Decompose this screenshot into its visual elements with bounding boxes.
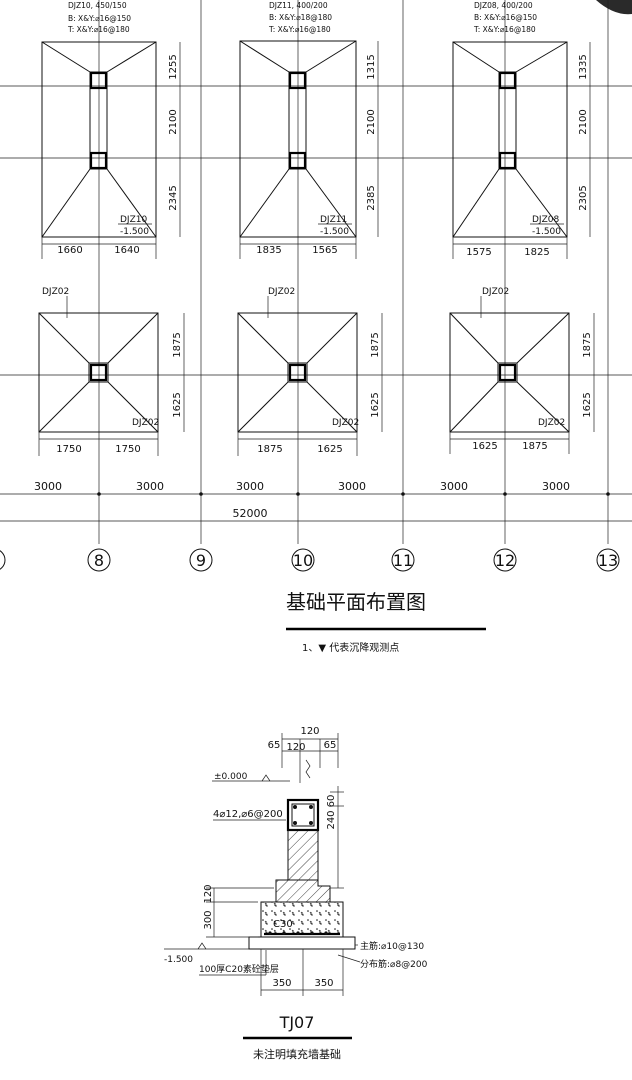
footing-tag: DJZ08 <box>532 215 559 225</box>
footing-rebar-t: T: X&Y:⌀16@180 <box>268 25 331 34</box>
footing-djz11: DJZ11, 400/200 B: X&Y:⌀18@180 T: X&Y:⌀16… <box>239 1 379 259</box>
dim-bottom-2: 1875 <box>522 441 547 452</box>
axis-label-13: 13 <box>598 551 618 570</box>
dim-right-2: 2100 <box>578 109 589 134</box>
dim-right-3: 2345 <box>168 185 179 210</box>
elev-zero: ±0.000 <box>214 772 248 782</box>
grid-lines <box>0 0 632 544</box>
footing-tag-inner: DJZ02 <box>132 418 159 428</box>
concrete-grade: C30 <box>273 919 293 930</box>
dim-right-1: 1875 <box>370 332 381 357</box>
bay-dim: 3000 <box>338 480 366 493</box>
dim-right-2: 1625 <box>172 392 183 417</box>
dim-bottom-2: 1640 <box>114 245 139 256</box>
dim-bottom-1: 1660 <box>57 245 82 256</box>
plan-note: 1、▼ 代表沉降观测点 <box>302 641 399 654</box>
dim-60: 60 <box>326 795 337 808</box>
axis-label-8: 8 <box>94 551 104 570</box>
bed-note: 100厚C20素砼垫层 <box>199 963 279 975</box>
footing-tag-top: DJZ02 <box>482 287 509 297</box>
bay-dimension-chain: 3000 3000 3000 3000 3000 3000 <box>0 480 632 496</box>
dist-bar-note: 分布筋:⌀8@200 <box>360 958 428 970</box>
footing-rebar-b: B: X&Y:⌀18@180 <box>269 13 332 22</box>
dim-right-2: 2100 <box>366 109 377 134</box>
dim-right-3: 2385 <box>366 185 377 210</box>
axis-label-12: 12 <box>495 551 515 570</box>
dim-bottom-1: 1875 <box>257 444 282 455</box>
footing-djz02-a: DJZ02 DJZ02 1875 1625 1750 1750 <box>38 287 185 456</box>
dim-bottom-1: 1750 <box>56 444 81 455</box>
section-title: TJ07 <box>279 1013 315 1032</box>
footing-tag-top: DJZ02 <box>268 287 295 297</box>
dim-bottom-1: 1835 <box>256 245 281 256</box>
dim-240: 240 <box>326 810 337 829</box>
axis-label-9: 9 <box>196 551 206 570</box>
footing-title: DJZ10, 450/150 <box>68 1 127 10</box>
footing-rebar-b: B: X&Y:⌀16@150 <box>68 14 131 23</box>
dim-bottom-1: 1625 <box>472 441 497 452</box>
beam-rebar-note: 4⌀12,⌀6@200 <box>213 809 283 820</box>
dim-120-left: 120 <box>203 884 214 903</box>
axis-label-10: 10 <box>293 551 313 570</box>
dim-right-3: 2305 <box>578 185 589 210</box>
bay-dim: 3000 <box>236 480 264 493</box>
footing-rebar-b: B: X&Y:⌀16@150 <box>474 13 537 22</box>
dim-right-1: 1875 <box>582 332 593 357</box>
plan-caption: 基础平面布置图 <box>286 590 426 614</box>
main-bar-note: 主筋:⌀10@130 <box>360 940 424 952</box>
footing-djz10: DJZ10, 450/150 B: X&Y:⌀16@150 T: X&Y:⌀16… <box>41 1 181 259</box>
dim-right-2: 1625 <box>582 392 593 417</box>
bay-dim: 3000 <box>440 480 468 493</box>
axis-label-11: 11 <box>393 551 413 570</box>
bay-dim: 3000 <box>542 480 570 493</box>
footing-rebar-t: T: X&Y:⌀16@180 <box>67 25 130 34</box>
footing-djz02-c: DJZ02 DJZ02 1875 1625 1625 1875 <box>449 287 595 454</box>
footing-djz02-b: DJZ02 DJZ02 1875 1625 1875 1625 <box>237 287 383 456</box>
footing-elev: -1.500 <box>532 227 561 237</box>
overall-dimension: 52000 <box>0 507 632 522</box>
footing-tag: DJZ10 <box>120 215 147 225</box>
footing-elev: -1.500 <box>320 227 349 237</box>
footing-tag: DJZ11 <box>320 215 347 225</box>
footing-elev: -1.500 <box>120 227 149 237</box>
elev-bottom: -1.500 <box>164 955 193 965</box>
dim-right-1: 1255 <box>168 54 179 79</box>
bay-dim: 3000 <box>34 480 62 493</box>
dim-350-right: 350 <box>314 978 333 989</box>
footing-tag-top: DJZ02 <box>42 287 69 297</box>
dim-bottom-2: 1625 <box>317 444 342 455</box>
footing-tag-inner: DJZ02 <box>538 418 565 428</box>
dim-bottom-2: 1750 <box>115 444 140 455</box>
dim-bottom-2: 1565 <box>312 245 337 256</box>
section-dim-65-left: 65 <box>268 740 281 751</box>
footing-title: DJZ11, 400/200 <box>269 1 328 10</box>
axis-bubbles: 7 8 9 10 11 12 13 <box>0 548 620 572</box>
section-dim-120: 120 <box>286 742 305 753</box>
footing-tag-inner: DJZ02 <box>332 418 359 428</box>
bay-dim: 3000 <box>136 480 164 493</box>
dim-right-1: 1335 <box>578 54 589 79</box>
section-tj07: 120 65 120 65 ±0.000 4⌀12,⌀6@200 60 <box>164 726 428 1061</box>
dim-right-2: 1625 <box>370 392 381 417</box>
dim-right-2: 2100 <box>168 109 179 134</box>
dim-right-1: 1875 <box>172 332 183 357</box>
section-dim-65-right: 65 <box>324 740 337 751</box>
dim-bottom-1: 1575 <box>466 247 491 258</box>
overall-dim-text: 52000 <box>233 507 268 520</box>
dim-right-1: 1315 <box>366 54 377 79</box>
dim-350-left: 350 <box>272 978 291 989</box>
footing-rebar-t: T: X&Y:⌀16@180 <box>473 25 536 34</box>
footing-title: DJZ08, 400/200 <box>474 1 533 10</box>
section-top-dim: 120 <box>300 726 319 737</box>
dim-bottom-2: 1825 <box>524 247 549 258</box>
dim-300: 300 <box>203 910 214 929</box>
section-subtitle: 未注明填充墙基础 <box>253 1047 341 1061</box>
footing-djz08: DJZ08, 400/200 B: X&Y:⌀16@150 T: X&Y:⌀16… <box>452 1 591 259</box>
corner-overlay <box>596 0 632 15</box>
